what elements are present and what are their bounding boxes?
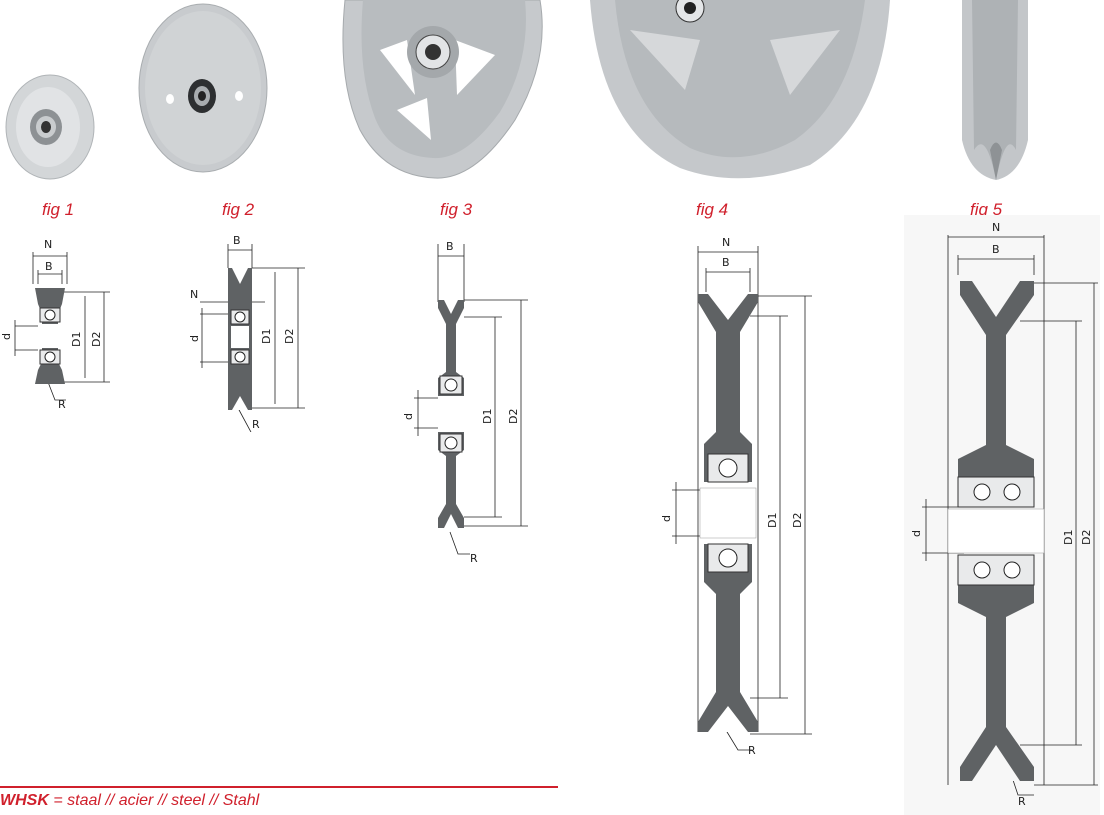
dim-N-fig2: N <box>190 288 198 301</box>
fig-5-label: fig 5 <box>970 200 1003 219</box>
dim-N-fig1: N <box>44 238 52 251</box>
dim-R-fig2: R <box>252 418 260 431</box>
photo-fig5 <box>950 0 1040 182</box>
dim-D2-fig2: D2 <box>283 329 296 344</box>
dim-D2-fig5: D2 <box>1080 530 1093 545</box>
dim-R-fig4: R <box>748 744 756 757</box>
dim-D2-fig3: D2 <box>507 409 520 424</box>
dim-D1-fig5: D1 <box>1062 530 1075 545</box>
drawing-fig3: B d D1 D2 R <box>402 240 528 565</box>
dim-d-fig4: d <box>660 515 673 522</box>
dim-d-fig1: d <box>0 333 13 340</box>
fig-2-label: fig 2 <box>222 200 255 219</box>
dim-R-fig3: R <box>470 552 478 565</box>
dim-d-fig3: d <box>402 413 415 420</box>
dim-R-fig5: R <box>1018 795 1026 808</box>
dim-B-fig5: B <box>992 243 1000 256</box>
dim-d-fig5: d <box>910 530 923 537</box>
fig-1-label: fig 1 <box>42 200 75 219</box>
fig-4-label: fig 4 <box>696 200 729 219</box>
dim-D1-fig4: D1 <box>766 513 779 528</box>
photo-fig4 <box>590 0 890 182</box>
photo-fig3 <box>335 0 550 182</box>
drawing-fig2: B N d D1 D2 R <box>188 234 305 432</box>
fig-3-label: fig 3 <box>440 200 473 219</box>
photo-fig1 <box>0 55 100 185</box>
dim-D2-fig1: D2 <box>90 332 103 347</box>
dim-B-fig4: B <box>722 256 730 269</box>
dim-D2-fig4: D2 <box>791 513 804 528</box>
dim-D1-fig3: D1 <box>481 409 494 424</box>
material-code: WHSK <box>0 792 49 809</box>
dim-B-fig1: B <box>45 260 53 273</box>
dim-D1-fig2: D1 <box>260 329 273 344</box>
dim-d-fig2: d <box>188 335 201 342</box>
dim-B-fig3: B <box>446 240 454 253</box>
dim-N-fig4: N <box>722 236 730 249</box>
footer-divider <box>0 786 558 788</box>
material-note: WHSK = staal // acier // steel // Stahl <box>0 792 259 810</box>
drawing-fig4: N B d D1 D2 R <box>660 236 812 757</box>
dim-D1-fig1: D1 <box>70 332 83 347</box>
photo-fig2 <box>135 0 270 180</box>
drawing-fig1: N B d D1 D2 R <box>0 238 110 411</box>
dim-B-fig2: B <box>233 234 241 247</box>
drawing-fig5: N B d D1 D2 R <box>904 215 1100 815</box>
material-description: = staal // acier // steel // Stahl <box>48 792 260 809</box>
dim-R-fig1: R <box>58 398 66 411</box>
dim-N-fig5: N <box>992 221 1000 234</box>
